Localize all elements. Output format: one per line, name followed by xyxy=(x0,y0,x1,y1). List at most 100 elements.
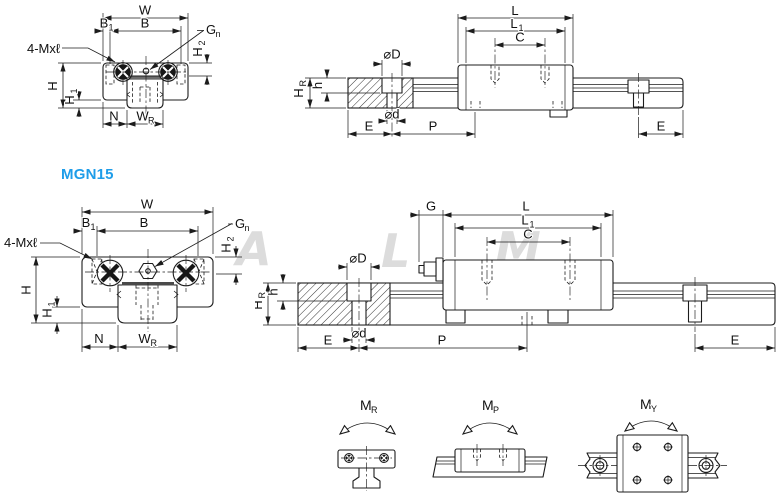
roll-mini-cross-section xyxy=(337,446,396,491)
moment-roll-group: M R xyxy=(337,397,396,491)
dim-Gn: G xyxy=(206,22,216,37)
dim-B1-sub: 1 xyxy=(91,222,96,232)
label-MY-sub: Y xyxy=(651,404,657,414)
dim-G: G xyxy=(426,199,436,214)
dim-diad: ⌀d xyxy=(351,326,366,341)
dim-HR: H xyxy=(255,300,265,309)
yaw-arrow xyxy=(625,420,677,431)
roll-arrow xyxy=(340,422,395,434)
dim-WR-sub: R xyxy=(151,338,158,348)
dim-N: N xyxy=(109,109,118,124)
watermark-letter-a: A xyxy=(236,222,272,276)
dim-P: P xyxy=(438,333,447,348)
dim-Gn: G xyxy=(235,216,245,231)
dim-H1: H xyxy=(40,308,55,317)
dim-diaD: ⌀D xyxy=(383,47,400,62)
dim-diaD: ⌀D xyxy=(349,251,366,266)
bl-balls xyxy=(96,259,200,287)
dim-L1: L xyxy=(510,16,517,31)
tr-dim-labels: L L 1 C ⌀D ⌀d H R h E P E xyxy=(290,2,667,135)
dim-W: W xyxy=(141,197,154,212)
dim-L1-sub: 1 xyxy=(519,23,524,33)
label-MR-sub: R xyxy=(371,405,378,415)
screw-callout: 4-Mxℓ xyxy=(4,235,38,250)
br-grease-nipple xyxy=(418,257,444,282)
label-MP: M xyxy=(482,397,494,413)
pitch-mini-side-view xyxy=(432,444,548,478)
br-carriage xyxy=(442,237,614,324)
tl-dim-labels: W B 1 B G n 4-Mxℓ H 2 H H 1 N W R xyxy=(26,2,222,127)
dim-Gn-sub: n xyxy=(245,223,250,233)
dim-E-right: E xyxy=(657,119,666,134)
dim-h: h xyxy=(310,82,325,89)
dim-H1-sub: 1 xyxy=(47,301,57,306)
dim-L: L xyxy=(522,199,529,214)
yaw-mini-top-view xyxy=(578,434,727,493)
dim-B: B xyxy=(140,215,149,230)
dim-WR: W xyxy=(138,331,151,346)
dim-L1: L xyxy=(521,213,528,228)
tl-dimension-lines xyxy=(60,15,210,127)
dim-E-left: E xyxy=(365,119,374,134)
br-dimension-lines xyxy=(265,212,775,351)
dim-H2-sub: 2 xyxy=(226,236,236,241)
dim-C: C xyxy=(515,30,524,45)
dim-W: W xyxy=(139,3,152,18)
watermark-letter-l: L xyxy=(381,224,411,278)
view-mgn15-cross-section: W B 1 B G n 4-Mxℓ H 2 H H 1 N W R xyxy=(3,196,251,352)
tr-rail-bolts xyxy=(470,73,650,115)
dim-B1-sub: 1 xyxy=(109,23,114,33)
view-moment-diagrams: M R M P xyxy=(337,396,727,493)
dim-HR-sub: R xyxy=(298,80,308,87)
br-rail-bolts xyxy=(521,277,708,332)
view-top-side: L L 1 C ⌀D ⌀d H R h E P E xyxy=(290,2,684,138)
dim-E-left: E xyxy=(324,333,333,348)
br-dim-labels: G L L 1 C ⌀D ⌀d H R h E P E xyxy=(255,198,741,349)
dim-WR-sub: R xyxy=(148,116,155,126)
dim-H2: H xyxy=(219,243,234,252)
dim-HR-sub: R xyxy=(257,292,267,299)
dim-E-right: E xyxy=(731,333,740,348)
tr-dimension-lines xyxy=(307,15,683,137)
pitch-arrow xyxy=(463,422,517,434)
tl-centerlines xyxy=(106,56,186,114)
dim-L: L xyxy=(511,3,518,18)
bl-dim-labels: W B 1 B G n 4-Mxℓ H 2 H H 1 N W R xyxy=(3,196,251,350)
bl-centerlines xyxy=(85,249,210,332)
bl-rail xyxy=(116,282,179,324)
model-series-label: MGN15 xyxy=(61,166,114,183)
br-extension-lines xyxy=(263,210,776,352)
label-MR: M xyxy=(360,397,372,413)
br-rail xyxy=(297,282,776,326)
dim-B: B xyxy=(141,16,150,31)
view-mgn15-side: G L L 1 C ⌀D ⌀d H R h E P E xyxy=(255,198,776,352)
dim-H1-sub: 1 xyxy=(69,88,79,93)
bl-extension-lines xyxy=(31,207,242,352)
screw-callout: 4-Mxℓ xyxy=(27,41,61,56)
label-MY: M xyxy=(640,396,652,412)
moment-pitch-group: M P xyxy=(432,397,548,478)
tl-rail xyxy=(126,75,164,109)
tr-extension-lines xyxy=(305,14,684,138)
dim-Gn-sub: n xyxy=(216,29,221,39)
dim-H2: H xyxy=(190,47,205,56)
dim-B1: B xyxy=(100,16,109,31)
dim-H2-sub: 2 xyxy=(197,40,207,45)
bl-dimension-lines xyxy=(33,209,239,350)
moment-yaw-group: M Y xyxy=(578,396,727,493)
dim-L1-sub: 1 xyxy=(530,220,535,230)
dim-HR: H xyxy=(291,88,306,97)
dim-B1: B xyxy=(82,215,91,230)
label-MP-sub: P xyxy=(493,405,499,415)
dim-H1: H xyxy=(62,95,77,104)
dim-diad: ⌀d xyxy=(384,107,399,122)
dim-C: C xyxy=(523,227,532,242)
dim-H: H xyxy=(19,285,34,294)
dim-P: P xyxy=(429,119,438,134)
dim-WR: W xyxy=(136,109,149,124)
tr-carriage xyxy=(457,38,574,118)
view-top-cross-section: W B 1 B G n 4-Mxℓ H 2 H H 1 N W R xyxy=(26,2,222,128)
dim-N: N xyxy=(94,331,103,346)
tl-extension-lines xyxy=(58,13,212,128)
